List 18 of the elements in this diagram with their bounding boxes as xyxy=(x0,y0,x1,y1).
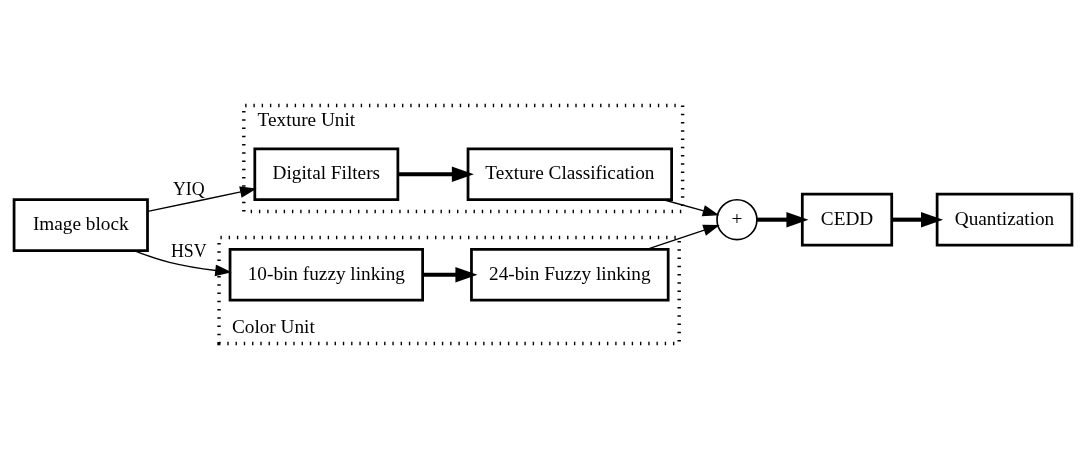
node-box: Image block xyxy=(12,198,149,252)
arrow xyxy=(422,267,478,283)
node-circle: + xyxy=(716,198,758,241)
arrow xyxy=(662,199,720,217)
arrow xyxy=(147,186,257,213)
node-box: 10-bin fuzzy linking xyxy=(228,247,424,302)
node-box: Texture Classification xyxy=(466,147,673,202)
arrow xyxy=(891,211,944,228)
edge-label: YIQ xyxy=(172,179,205,200)
node-box: Digital Filters xyxy=(253,147,400,202)
node-box: CEDD xyxy=(800,192,894,247)
arrow xyxy=(134,250,232,277)
arrow xyxy=(646,224,720,250)
node-box: 24-bin Fuzzy linking xyxy=(470,247,670,302)
arrow xyxy=(757,211,809,228)
arrow xyxy=(398,166,474,182)
edge-label: HSV xyxy=(170,241,207,262)
node-box: Quantization xyxy=(935,192,1074,247)
